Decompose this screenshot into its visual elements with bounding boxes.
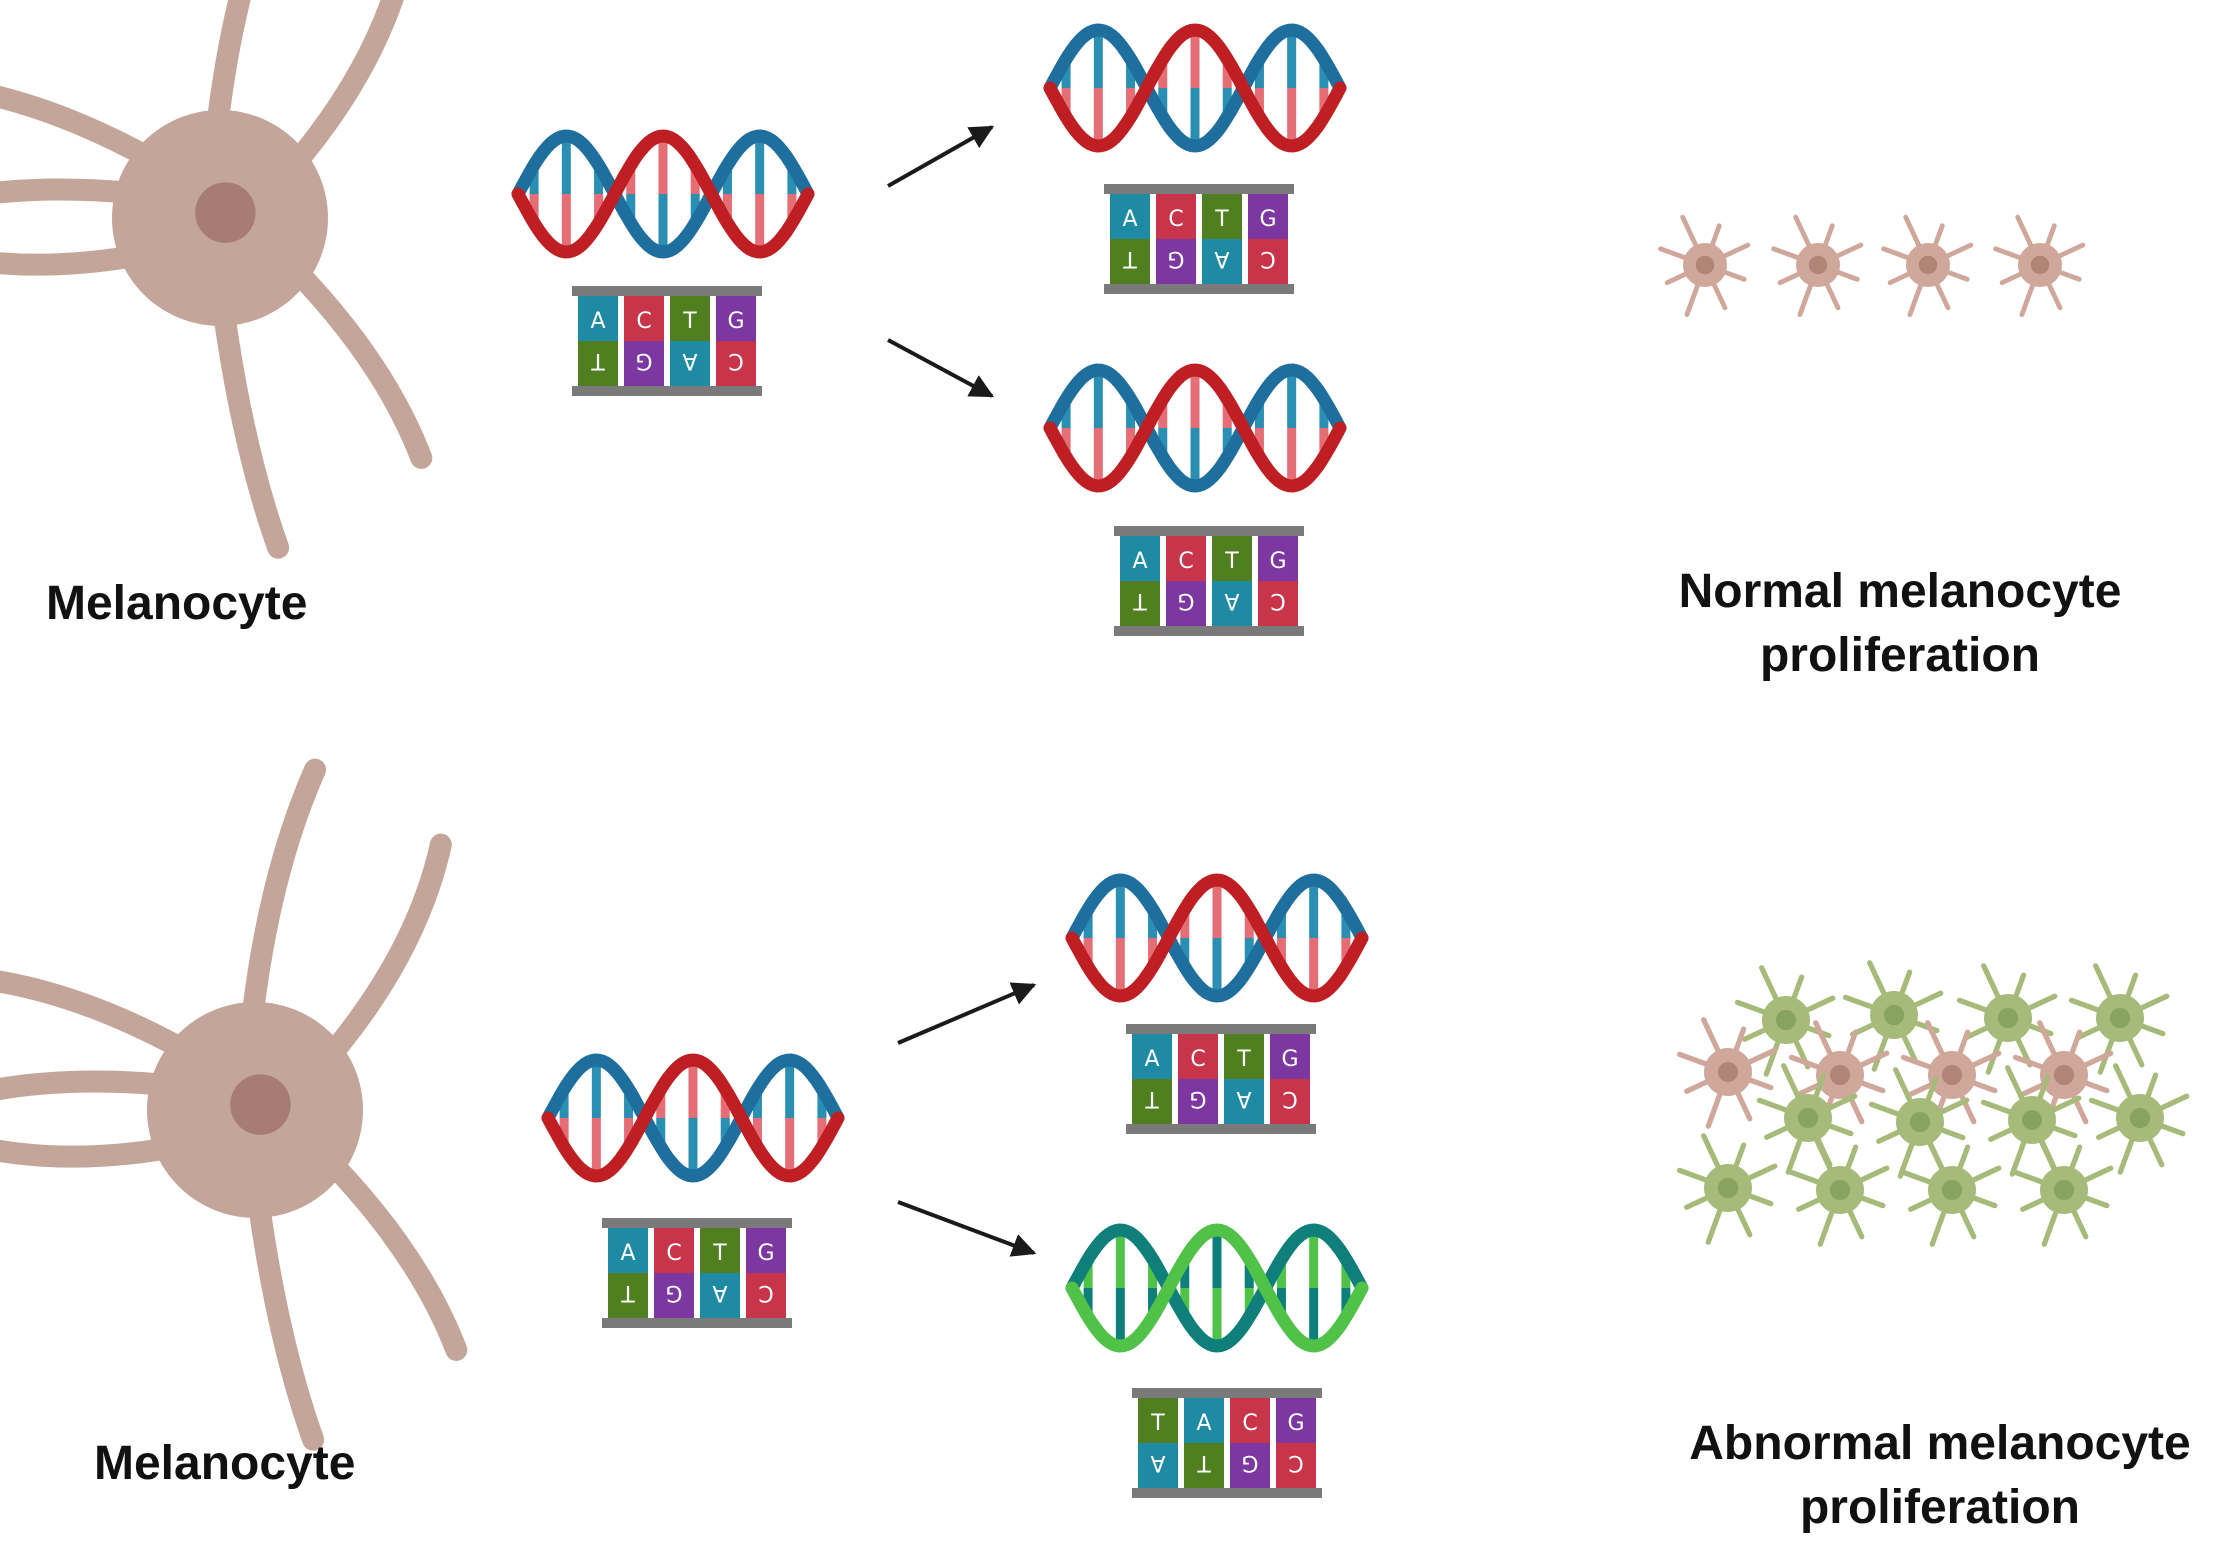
base-letter: G (1259, 207, 1276, 232)
base-letter: T (1214, 207, 1229, 232)
base-letter: G (635, 348, 652, 373)
base-letter: C (758, 1280, 773, 1305)
base-letter: T (1236, 1047, 1251, 1072)
arrow-icon (887, 338, 995, 398)
base-letter: A (682, 348, 697, 373)
top-melanocyte-icon (0, 0, 433, 559)
base-letter: G (1167, 246, 1184, 271)
base-letter: G (1281, 1047, 1298, 1072)
base-letter: G (665, 1280, 682, 1305)
base-letter: C (728, 348, 743, 373)
bottom-daughter-1-dna-helix-icon (1065, 873, 1369, 1003)
bottom-melanocyte-icon (0, 758, 468, 1451)
bottom-parent-dna-helix-icon (541, 1053, 845, 1183)
base-letter: A (1236, 1086, 1251, 1111)
base-letter: G (1177, 588, 1194, 613)
base-letter: A (590, 309, 605, 334)
base-letter: C (1282, 1086, 1297, 1111)
base-letter: C (666, 1241, 681, 1266)
base-letter: A (1196, 1411, 1211, 1436)
base-letter: C (1288, 1450, 1303, 1475)
base-letter: C (636, 309, 651, 334)
arrow-icon (887, 125, 995, 188)
base-letter: T (1197, 1450, 1212, 1475)
base-letter: G (1241, 1450, 1258, 1475)
base-letter: T (1145, 1086, 1160, 1111)
base-letter: T (1224, 549, 1239, 574)
abnormal-proliferation-label: Abnormal melanocyte proliferation (1660, 1412, 2220, 1540)
base-letter: A (1150, 1450, 1165, 1475)
base-letter: A (1224, 588, 1239, 613)
normal-proliferation-line2: proliferation (1759, 629, 2040, 682)
base-letter: A (1132, 549, 1147, 574)
base-letter: A (1122, 207, 1137, 232)
arrow-icon (897, 1200, 1037, 1257)
top-daughter-2-dna-helix-icon (1043, 363, 1347, 493)
base-letter: T (682, 309, 697, 334)
base-letter: A (1144, 1047, 1159, 1072)
base-letter: G (1189, 1086, 1206, 1111)
base-letter: A (712, 1280, 727, 1305)
base-letter: C (1190, 1047, 1205, 1072)
base-letter: A (620, 1241, 635, 1266)
abnormal-cell-cluster-icon (1676, 960, 2190, 1247)
base-letter: G (757, 1241, 774, 1266)
top-melanocyte-label: Melanocyte (46, 577, 308, 630)
abnormal-proliferation-line2: proliferation (1799, 1481, 2080, 1534)
base-letter: C (1242, 1411, 1257, 1436)
base-letter: G (727, 309, 744, 334)
base-letter: A (1214, 246, 1229, 271)
base-letter: T (1150, 1411, 1165, 1436)
base-letter: G (1269, 549, 1286, 574)
base-letter: G (1287, 1411, 1304, 1436)
bottom-melanocyte-label: Melanocyte (94, 1437, 356, 1490)
mutated-dna-helix-icon (1065, 1223, 1369, 1353)
base-letter: T (1133, 588, 1148, 613)
base-letter: C (1178, 549, 1193, 574)
base-letter: C (1260, 246, 1275, 271)
base-letter: T (712, 1241, 727, 1266)
normal-proliferation-line1: Normal melanocyte (1678, 565, 2122, 618)
top-parent-dna-helix-icon (511, 129, 815, 259)
arrow-icon (897, 982, 1037, 1045)
base-letter: T (621, 1280, 636, 1305)
normal-proliferation-label: Normal melanocyte proliferation (1640, 560, 2160, 688)
abnormal-proliferation-line1: Abnormal melanocyte (1689, 1417, 2191, 1470)
base-letter: C (1168, 207, 1183, 232)
top-daughter-1-dna-helix-icon (1043, 23, 1347, 153)
base-letter: C (1270, 588, 1285, 613)
base-letter: T (1123, 246, 1138, 271)
base-letter: T (591, 348, 606, 373)
normal-cell-cluster-icon (1658, 214, 2086, 318)
